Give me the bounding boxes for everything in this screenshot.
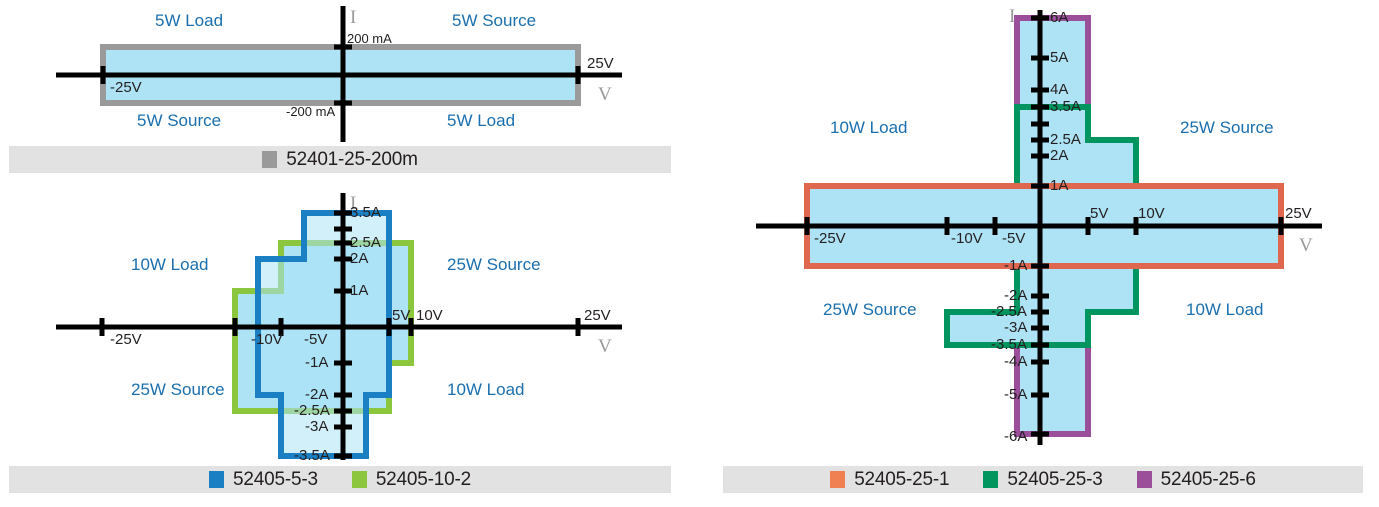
chart-52405-right-plot: [756, 10, 1322, 445]
tick-label-25v: 25V: [1285, 205, 1312, 222]
tick-label-5v: 5V: [1090, 205, 1109, 222]
legend-swatch-icon: [1136, 471, 1152, 488]
quadrant-label-top-right: 25W Source: [1180, 118, 1274, 137]
chart-52405-right-panel: I V 6A 5A 4A 3.5A 2.5A 2A 1A -1A -2A -2.…: [699, 0, 1379, 507]
legend-item-52405-25-3[interactable]: 52405-25-3: [983, 468, 1103, 491]
tick-label-5v: 5V: [392, 307, 411, 324]
legend-swatch-icon: [830, 471, 846, 488]
voltage-axis-label: V: [598, 84, 612, 105]
tick-label-neg3p5a: -3.5A: [991, 336, 1027, 353]
legend-item-label: 52405-25-1: [854, 468, 950, 490]
legend-52401: 52401-25-200m: [9, 146, 671, 173]
tick-label-3p5a: 3.5A: [1050, 98, 1081, 115]
tick-label-neg5v: -5V: [304, 331, 328, 348]
tick-label-1a: 1A: [1050, 177, 1069, 194]
voltage-axis-label: V: [598, 336, 612, 357]
tick-label-neg2a: -2A: [1004, 287, 1028, 304]
voltage-axis-label: V: [1299, 235, 1313, 256]
legend-item-52405-25-1[interactable]: 52405-25-1: [830, 468, 950, 491]
tick-label-2a: 2A: [1050, 147, 1069, 164]
quadrant-label-bottom-right: 10W Load: [447, 380, 525, 399]
quadrant-label-bottom-left: 25W Source: [131, 380, 225, 399]
legend-swatch-icon: [208, 471, 224, 488]
legend-swatch-icon: [351, 471, 367, 488]
tick-label-10v: 10V: [1138, 205, 1165, 222]
tick-label-neg3a: -3A: [305, 418, 329, 435]
chart-52405-left-panel: I V 3.5A 2.5A 2A 1A -1A -2A -2.5A -3A -3…: [0, 185, 680, 507]
tick-label-neg10v: -10V: [951, 230, 983, 247]
tick-label-neg25v: -25V: [110, 79, 142, 96]
legend-item-label: 52405-10-2: [375, 468, 472, 490]
tick-label-4a: 4A: [1050, 81, 1069, 98]
quadrant-label-bottom-left: 25W Source: [823, 300, 917, 319]
tick-label-2a: 2A: [350, 250, 369, 267]
tick-label-neg2a: -2A: [305, 386, 329, 403]
quadrant-label-top-right: 5W Source: [452, 11, 537, 30]
chart-52405-left-plot: [56, 193, 622, 460]
tick-label-neg5v: -5V: [1002, 230, 1026, 247]
legend-item-52401-25-200m[interactable]: 52401-25-200m: [262, 149, 418, 171]
quadrant-label-top-left: 10W Load: [131, 255, 209, 274]
legend-item-label: 52405-25-6: [1160, 468, 1256, 490]
tick-label-neg2p5a: -2.5A: [991, 303, 1027, 320]
tick-label-neg3a: -3A: [1004, 319, 1028, 336]
tick-label-1a: 1A: [350, 282, 369, 299]
legend-item-label: 52405-5-3: [232, 468, 318, 490]
current-axis-label: I: [350, 193, 357, 214]
quadrant-label-bottom-right: 5W Load: [447, 111, 516, 130]
tick-label-2p5a: 2.5A: [1050, 131, 1081, 148]
chart-52401-panel: I V 200 mA -200 mA -25V 25V 5W Load 5W S…: [0, 0, 680, 180]
tick-label-neg1a: -1A: [305, 354, 329, 371]
legend-swatch-icon: [983, 471, 999, 488]
current-axis-label: I: [350, 7, 357, 28]
current-axis-label: I: [1009, 6, 1016, 27]
tick-label-neg10v: -10V: [251, 331, 283, 348]
tick-label-5a: 5A: [1050, 49, 1069, 66]
tick-label-25v: 25V: [587, 55, 614, 72]
tick-label-neg2p5a: -2.5A: [294, 402, 330, 419]
quadrant-label-bottom-left: 5W Source: [137, 111, 222, 130]
tick-label-neg3p5a: -3.5A: [294, 447, 330, 464]
legend-52405-left: 52405-5-3 52405-10-2: [9, 466, 671, 493]
quadrant-label-top-right: 25W Source: [447, 255, 541, 274]
quadrant-label-bottom-right: 10W Load: [1186, 300, 1264, 319]
tick-label-neg4a: -4A: [1004, 353, 1028, 370]
legend-item-52405-25-6[interactable]: 52405-25-6: [1136, 468, 1256, 491]
legend-swatch-icon: [262, 151, 278, 168]
tick-label-neg1a: -1A: [1004, 257, 1028, 274]
tick-label-25v: 25V: [584, 307, 611, 324]
chart-52401-plot: [56, 6, 622, 142]
tick-label-neg6a: -6A: [1004, 428, 1028, 445]
tick-label-200ma: 200 mA: [347, 31, 392, 46]
tick-label-neg5a: -5A: [1004, 386, 1028, 403]
tick-label-neg200ma: -200 mA: [286, 104, 336, 119]
quadrant-label-top-left: 10W Load: [830, 118, 908, 137]
tick-label-6a: 6A: [1050, 9, 1069, 26]
tick-label-2p5a: 2.5A: [350, 234, 381, 251]
legend-item-label: 52405-25-3: [1007, 468, 1103, 490]
tick-label-10v: 10V: [416, 307, 443, 324]
quadrant-label-top-left: 5W Load: [155, 11, 224, 30]
legend-52405-right: 52405-25-1 52405-25-3 52405-25-6: [723, 466, 1363, 493]
tick-label-3p5a: 3.5A: [350, 204, 381, 221]
tick-label-neg25v: -25V: [110, 331, 142, 348]
tick-label-neg25v: -25V: [814, 230, 846, 247]
legend-item-52405-5-3[interactable]: 52405-5-3: [208, 468, 318, 491]
legend-item-label: 52401-25-200m: [286, 148, 418, 170]
legend-item-52405-10-2[interactable]: 52405-10-2: [351, 468, 472, 491]
